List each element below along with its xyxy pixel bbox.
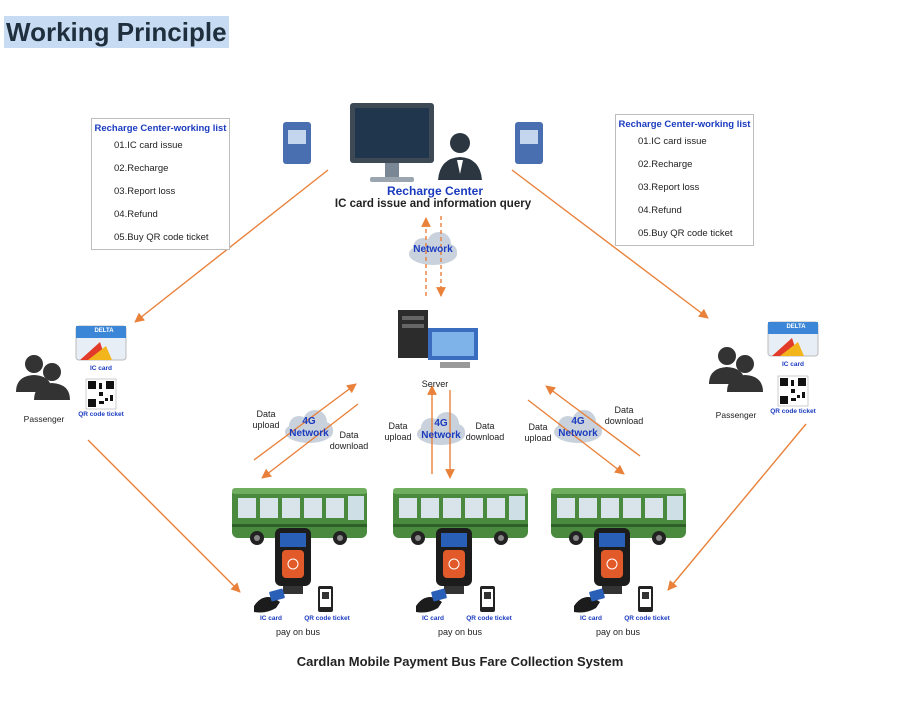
ic-card-label: IC card [781, 361, 805, 368]
monitor-icon [350, 103, 434, 182]
pay-on-bus-label: pay on bus [437, 627, 483, 637]
working-list-item: 01.IC card issue [114, 140, 183, 151]
working-list-item: 04.Refund [114, 209, 158, 220]
pay-on-bus-label: pay on bus [595, 627, 641, 637]
page-title: Working Principle [4, 16, 229, 48]
server-icon [398, 310, 478, 368]
working-list-item: 05.Buy QR code ticket [114, 232, 209, 243]
ic-card-label: IC card [579, 615, 603, 622]
card-reader-icon [283, 122, 311, 164]
working-list-item: 02.Recharge [114, 163, 169, 174]
qr-code-label: QR code ticket [78, 411, 124, 418]
hand-card-icon [416, 588, 448, 613]
passenger-label: Passenger [23, 414, 65, 424]
passenger-label: Passenger [715, 410, 757, 420]
validator-icon [593, 527, 631, 595]
qr-code-label: QR code ticket [770, 408, 816, 415]
working-list-item: 04.Refund [638, 205, 682, 216]
phone-icon [318, 586, 333, 612]
ic-card-icon [75, 325, 127, 361]
phone-icon [480, 586, 495, 612]
person-icon [438, 133, 482, 180]
working-list-header: Recharge Center-working list [618, 119, 751, 130]
passenger-icon [16, 355, 70, 400]
card-brand: DELTA [94, 328, 114, 334]
recharge-center-name: Recharge Center [386, 184, 484, 198]
pay-on-bus-label: pay on bus [275, 627, 321, 637]
qr-code-label: QR code ticket [304, 615, 350, 622]
passenger-icon [709, 347, 763, 392]
qr-code-icon [85, 378, 117, 410]
working-list-right: Recharge Center-working list 01.IC card … [615, 114, 754, 246]
working-list-item: 02.Recharge [638, 159, 693, 170]
card-reader-icon [515, 122, 543, 164]
validator-icon [274, 527, 312, 595]
ic-card-label: IC card [259, 615, 283, 622]
qr-code-icon [777, 375, 809, 407]
working-list-left: Recharge Center-working list 01.IC card … [91, 118, 230, 250]
hand-card-icon [574, 588, 606, 613]
recharge-center-subtitle: IC card issue and information query [334, 198, 532, 210]
working-list-item: 05.Buy QR code ticket [638, 228, 733, 239]
working-list-header: Recharge Center-working list [94, 123, 227, 134]
card-brand: DELTA [786, 324, 806, 330]
hand-card-icon [254, 588, 286, 613]
phone-icon [638, 586, 653, 612]
ic-card-label: IC card [89, 365, 113, 372]
validator-icon [435, 527, 473, 595]
working-list-item: 03.Report loss [638, 182, 700, 193]
qr-code-label: QR code ticket [466, 615, 512, 622]
footer-caption: Cardlan Mobile Payment Bus Fare Collecti… [296, 654, 624, 669]
network-label: Network [413, 244, 453, 255]
server-label: Server [421, 379, 449, 389]
ic-card-icon [767, 321, 819, 357]
qr-code-label: QR code ticket [624, 615, 670, 622]
ic-card-label: IC card [421, 615, 445, 622]
flow-arrows [87, 169, 807, 593]
working-list-item: 03.Report loss [114, 186, 176, 197]
working-list-item: 01.IC card issue [638, 136, 707, 147]
